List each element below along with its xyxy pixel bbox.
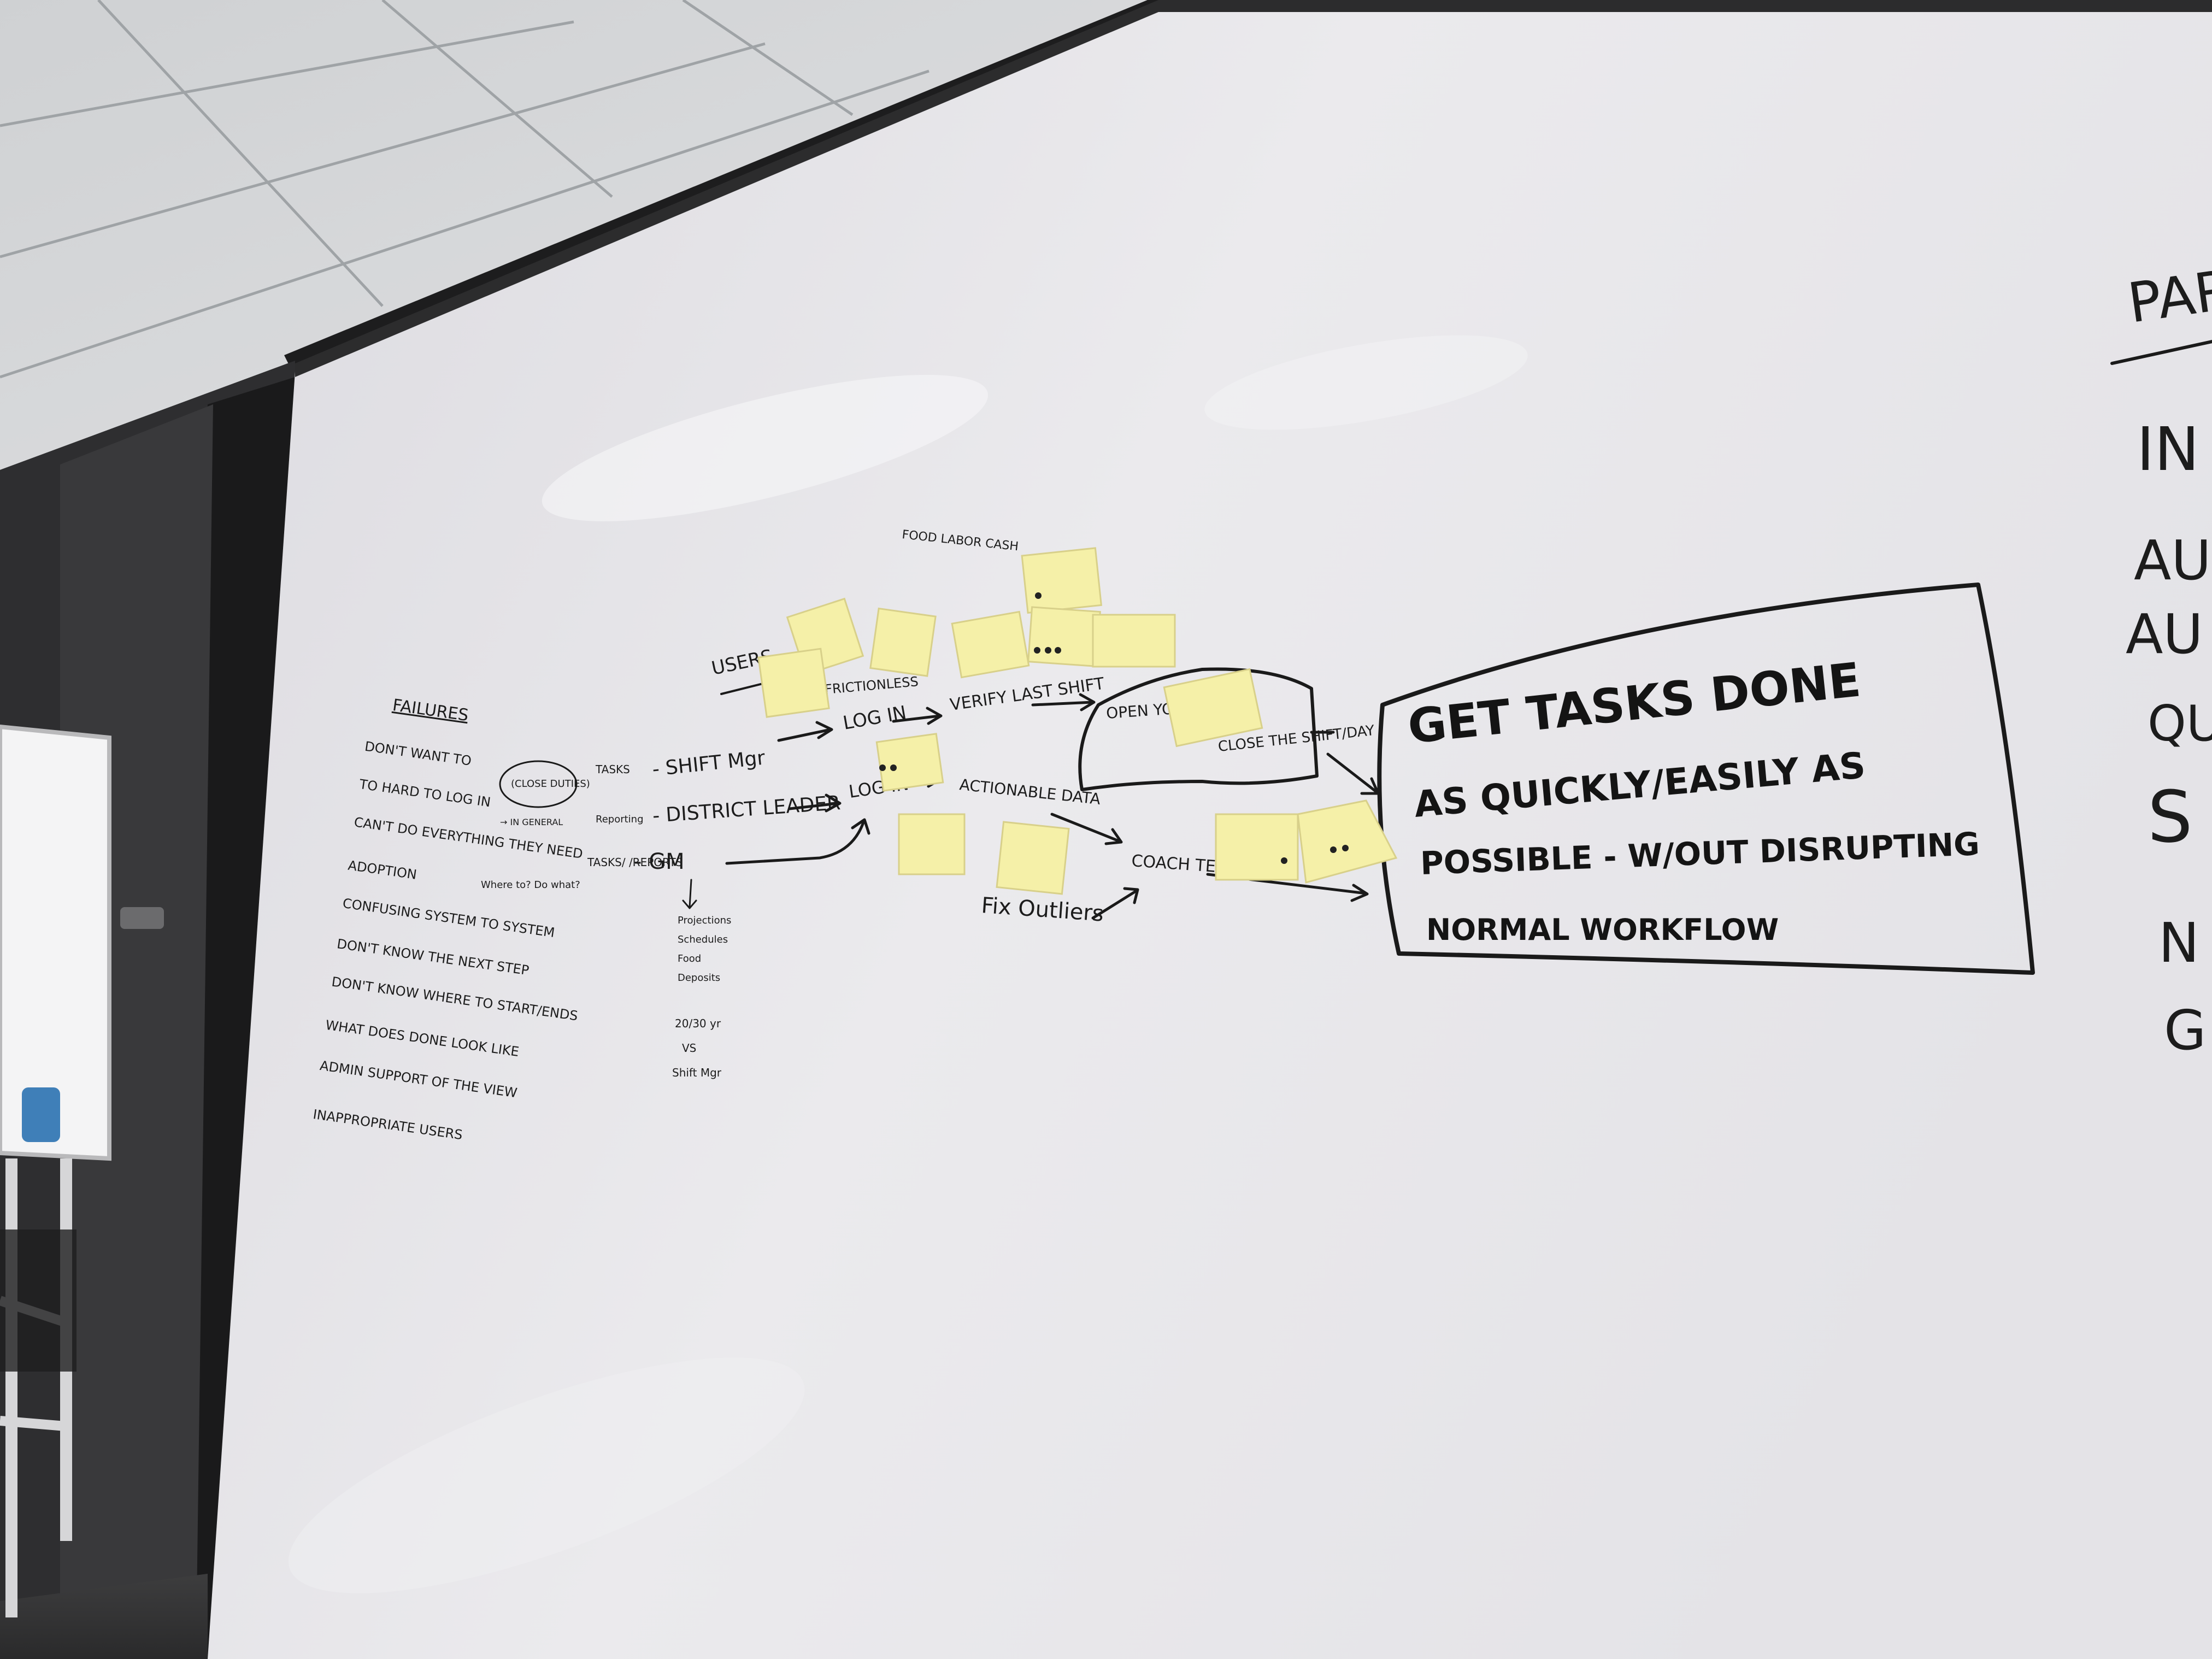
shift-box — [1078, 667, 1319, 791]
goal-line: NORMAL WORKFLOW — [1426, 913, 1779, 947]
ceiling — [0, 0, 1148, 470]
user-category: Reporting — [596, 814, 644, 825]
sticky-note — [1092, 614, 1176, 668]
right-fragment: QU — [2148, 695, 2212, 752]
gm-list-item: Deposits — [678, 972, 720, 984]
right-fragment: G — [2164, 998, 2207, 1062]
gm-arrow — [682, 879, 697, 909]
where-to-note: Where to? Do what? — [481, 879, 580, 891]
sticky-note — [898, 813, 966, 875]
sticky-note — [1163, 668, 1263, 748]
right-fragment: S — [2148, 775, 2193, 858]
gm-compare: VS — [682, 1042, 696, 1055]
right-fragment: AU — [2126, 602, 2203, 666]
portable-whiteboard — [0, 724, 111, 1617]
sticky-note — [875, 733, 944, 792]
in-general-note: → IN GENERAL — [500, 817, 563, 827]
user-category: TASKS/ /REPORTS — [587, 856, 683, 869]
right-fragment: PAR — [2124, 257, 2212, 336]
sticky-note — [951, 610, 1030, 679]
gm-compare: 20/30 yr — [675, 1017, 721, 1030]
gm-list-item: Food — [678, 953, 701, 964]
right-underline — [2110, 340, 2212, 365]
sticky-note — [1215, 813, 1299, 881]
sticky-note — [996, 821, 1070, 895]
gm-list-item: Projections — [678, 915, 731, 926]
gm-list-item: Schedules — [678, 934, 728, 945]
right-fragment: IN — [2137, 414, 2199, 484]
glare — [542, 375, 989, 521]
sticky-note — [869, 607, 937, 677]
close-duties-circle — [499, 760, 578, 808]
floor — [0, 1574, 208, 1659]
user-category: TASKS — [595, 763, 630, 776]
close-duties-note: (CLOSE DUTIES) — [511, 778, 590, 790]
door-handle — [120, 907, 164, 929]
ceiling-tile-grid — [0, 0, 929, 379]
right-fragment: AU — [2134, 528, 2211, 592]
sticky-note — [1297, 799, 1398, 884]
door — [60, 404, 213, 1617]
user-role: - GM — [634, 849, 685, 874]
glare — [288, 1357, 805, 1593]
sticky-note — [1027, 606, 1101, 668]
right-fragment: N — [2158, 911, 2199, 975]
eraser — [22, 1087, 60, 1142]
sticky-note-dots — [879, 592, 1349, 864]
sticky-note — [757, 648, 830, 718]
goal-box — [1377, 583, 2035, 975]
glare — [1204, 335, 1528, 430]
sticky-note — [1021, 547, 1103, 614]
gm-compare: Shift Mgr — [672, 1066, 722, 1079]
